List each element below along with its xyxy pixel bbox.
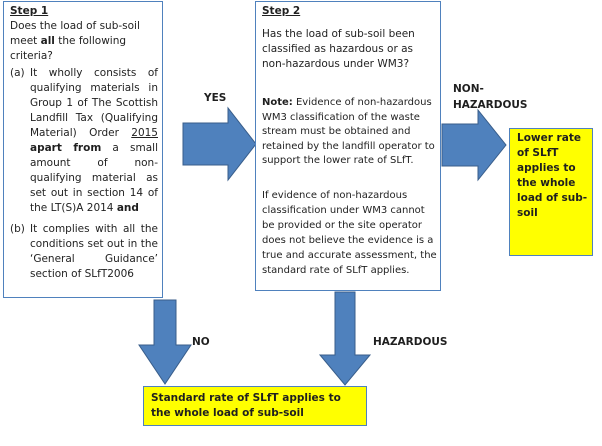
non-hazardous-arrow [441, 108, 507, 182]
step2-title: Step 2 [262, 5, 301, 17]
item-b-text: It complies with all the conditions set … [30, 223, 158, 280]
standard-rate-text: Standard rate of SLfT applies to the who… [151, 392, 341, 419]
yes-arrow [182, 106, 257, 182]
step2-question: Has the load of sub-soil been classified… [262, 28, 415, 70]
item-a-text: It wholly consists of qualifying materia… [30, 67, 158, 214]
step2-note: Note: Evidence of non-hazardous WM3 clas… [262, 97, 435, 166]
no-label: NO [192, 336, 210, 348]
step2-box: Step 2 Has the load of sub-soil been cla… [255, 1, 441, 291]
standard-rate-outcome: Standard rate of SLfT applies to the who… [143, 386, 367, 426]
step1-title: Step 1 [10, 5, 49, 17]
step1-question: Does the load of sub-soil meet all the f… [10, 20, 140, 62]
non-hazardous-label: NON- HAZARDOUS [453, 83, 528, 111]
item-b-marker: (b) [10, 223, 25, 235]
step2-fallback: If evidence of non-hazardous classificat… [262, 190, 437, 276]
step1-box: Step 1 Does the load of sub-soil meet al… [3, 1, 163, 298]
lower-rate-text: Lower rate of SLfT applies to the whole … [517, 132, 588, 219]
hazardous-label: HAZARDOUS [373, 336, 448, 348]
yes-label: YES [204, 92, 227, 104]
item-a-marker: (a) [10, 67, 25, 79]
no-arrow [138, 299, 192, 385]
hazardous-arrow [318, 291, 372, 386]
lower-rate-outcome: Lower rate of SLfT applies to the whole … [509, 128, 593, 256]
